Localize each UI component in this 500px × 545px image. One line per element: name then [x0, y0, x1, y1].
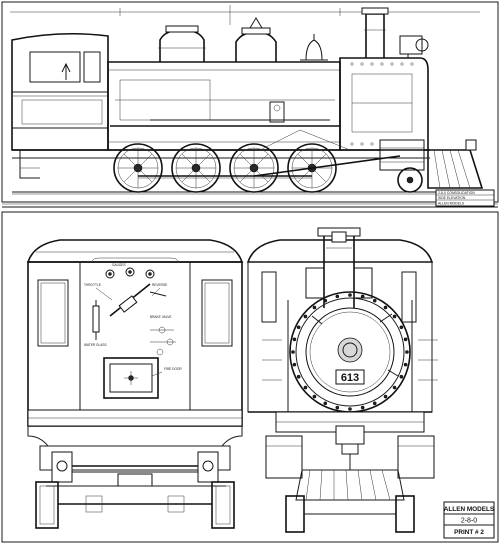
front-pilot	[295, 469, 405, 501]
smokebox-rivet	[312, 394, 317, 399]
smokebox-rivet	[399, 325, 404, 330]
front-view: 613	[246, 227, 438, 533]
front-cab-window-right	[401, 271, 417, 323]
end-panel-border	[1, 211, 499, 543]
pilot	[427, 139, 484, 189]
cab-note-fire-door: FIRE DOOR	[164, 367, 182, 371]
sand-dome	[158, 25, 206, 62]
smokebox-rivet	[348, 293, 352, 297]
smokebox-rivet	[335, 405, 340, 410]
cab-note-reverse: REVERSE	[152, 283, 167, 287]
side-title-block: 2-8-0 CONSOLIDATION SIDE ELEVATION ALLEN…	[435, 189, 495, 207]
rear-cab-view: THROTTLE REVERSE BRAKE VALVE WATER GLASS…	[26, 239, 244, 529]
side-panel-border	[1, 1, 499, 203]
side-title-line-3: ALLEN MODELS	[438, 202, 465, 206]
smokebox-rivet	[291, 350, 295, 354]
title-model: 2-8-0	[461, 518, 477, 525]
cab-notes: THROTTLE REVERSE BRAKE VALVE WATER GLASS…	[84, 263, 182, 377]
smokebox-rivet	[399, 374, 404, 379]
smokebox-rivet	[392, 385, 397, 390]
gauges	[105, 267, 155, 279]
side-elevation-panel: 2-8-0 CONSOLIDATION SIDE ELEVATION ALLEN…	[1, 1, 499, 208]
main-rod	[253, 155, 401, 177]
side-rods	[138, 129, 420, 179]
headlight	[399, 35, 429, 58]
boiler	[107, 61, 341, 151]
number-plate-group: 613	[335, 337, 365, 385]
end-views-panel: THROTTLE REVERSE BRAKE VALVE WATER GLASS…	[1, 211, 499, 543]
cab-body	[27, 261, 243, 427]
smokebox-rivet	[312, 305, 317, 310]
smokebox-rivet	[296, 325, 301, 330]
bell	[300, 34, 328, 61]
front-coupler	[335, 425, 365, 470]
smokebox-rivet	[372, 401, 377, 406]
smokebox-rivet	[323, 401, 328, 406]
cab-note-brake-valve: BRAKE VALVE	[150, 315, 172, 319]
smokebox-rivet	[360, 405, 365, 410]
smokebox-rivet	[303, 314, 308, 319]
smokebox-rivet	[292, 362, 297, 367]
front-wheels	[285, 495, 415, 533]
smokebox-rivet	[348, 407, 352, 411]
smokebox-rivet	[383, 305, 388, 310]
side-title-line-2: SIDE ELEVATION	[438, 196, 466, 200]
cab-note-throttle: THROTTLE	[84, 283, 101, 287]
driver-wheel-1	[113, 143, 163, 193]
cab-roof	[26, 239, 244, 263]
front-cylinders	[265, 435, 435, 479]
title-print: PRINT # 2	[454, 529, 484, 536]
smokebox-rivet	[292, 337, 297, 342]
air-pump	[269, 101, 285, 123]
cab-window-left	[37, 279, 69, 347]
smokebox-rivet	[392, 314, 397, 319]
rear-frame	[39, 445, 231, 471]
driver-wheel-3	[229, 143, 279, 193]
coupler	[465, 139, 477, 151]
pilot-truck-wheel	[397, 167, 423, 193]
cylinder	[379, 139, 425, 171]
steam-dome	[235, 17, 277, 62]
rear-axle-boxes	[51, 451, 219, 483]
number-plate: 613	[341, 372, 359, 384]
smokebox-rivet	[296, 374, 301, 379]
smokestack	[361, 7, 389, 58]
fire-door	[103, 357, 159, 399]
number-plate-box	[335, 369, 365, 385]
front-cab-roof	[246, 239, 434, 263]
smokebox	[339, 57, 429, 151]
cab-window	[29, 51, 81, 83]
smokebox-rivet	[403, 337, 408, 342]
drawbar-pocket	[117, 473, 153, 487]
smokebox-rivets	[291, 293, 409, 411]
smokebox-rivet	[303, 385, 308, 390]
front-headlight	[331, 231, 347, 243]
front-title-block: ALLEN MODELS 2-8-0 PRINT # 2	[443, 501, 495, 539]
smokebox-rivet	[372, 298, 377, 303]
side-title-line-1: 2-8-0 CONSOLIDATION	[438, 191, 475, 195]
smokebox-rivet	[323, 298, 328, 303]
valve-gear	[259, 129, 351, 151]
cab-note-gauges: GAUGES	[112, 263, 126, 267]
front-cab-window-left	[261, 271, 277, 323]
cab	[11, 32, 109, 151]
rear-wheels	[35, 481, 235, 529]
cab-note-water-glass: WATER GLASS	[84, 343, 107, 347]
driver-wheel-2	[171, 143, 221, 193]
smokebox-rivet	[335, 294, 340, 299]
smokebox-rivet	[360, 294, 365, 299]
smokebox-rivet	[403, 362, 408, 367]
title-company: ALLEN MODELS	[444, 506, 495, 513]
driving-wheels	[113, 143, 337, 193]
cab-window-right	[201, 279, 233, 347]
smokebox-rivet	[383, 394, 388, 399]
smokebox-rivet	[405, 350, 409, 354]
